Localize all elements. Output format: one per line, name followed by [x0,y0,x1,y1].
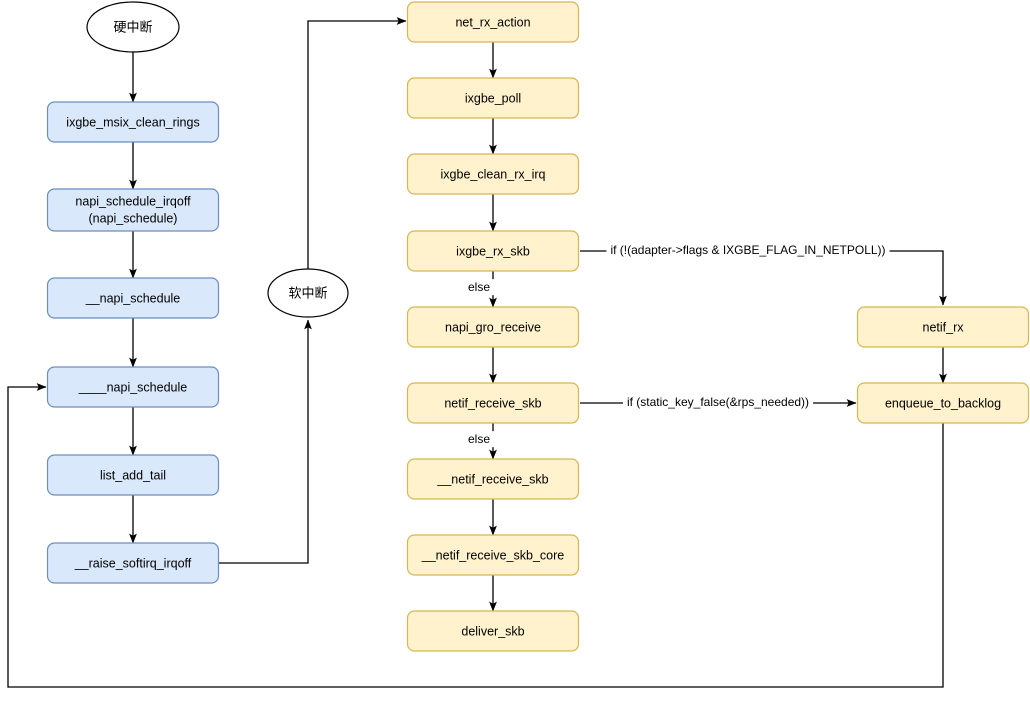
edge-label-backing [606,242,890,259]
flow-node-----napi-schedule[interactable]: ____napi_schedule [46,366,220,408]
node-label: list_add_tail [100,468,166,482]
flow-edge: if (static_key_false(&rps_needed)) [580,394,857,411]
node-shape-rect [406,77,580,119]
edge-label: if (static_key_false(&rps_needed)) [627,395,809,409]
flow-edge: else [463,271,497,308]
node-label: __netif_receive_skb [436,472,548,486]
flow-node-hard-irq[interactable]: 硬中断 [86,1,180,53]
node-shape-rect [856,306,1030,348]
flow-node-netif-rx[interactable]: netif_rx [856,306,1030,348]
flow-node-raise-softirq[interactable]: __raise_softirq_irqoff [46,542,220,584]
node-label: napi_schedule_irqoff [75,194,191,208]
node-label: __netif_receive_skb_core [421,548,564,562]
node-sublabel: (napi_schedule) [89,211,178,225]
node-label: ixgbe_poll [465,91,521,105]
node-shape-ellipse [267,268,349,318]
node-label: ixgbe_rx_skb [456,244,530,258]
flow-node-enqueue-to-backlog[interactable]: enqueue_to_backlog [856,382,1030,424]
flow-node-napi-gro-receive[interactable]: napi_gro_receive [406,306,580,348]
node-shape-rect [406,153,580,195]
node-shape-rect [46,542,220,584]
flow-node-soft-irq[interactable]: 软中断 [267,268,349,318]
node-shape-rect [406,382,580,424]
flow-node-netif-receive-skb[interactable]: netif_receive_skb [406,382,580,424]
node-label: netif_rx [923,320,965,334]
node-shape-rect [406,534,580,576]
flow-edge [307,17,407,269]
node-shape-rect [46,277,220,319]
node-label: 硬中断 [113,21,152,36]
node-shape-ellipse [86,1,180,53]
node-label: net_rx_action [455,15,530,29]
flow-node---netif-rx-skb-core[interactable]: __netif_receive_skb_core [406,534,580,576]
node-label: ixgbe_msix_clean_rings [66,115,199,129]
node-label: ____napi_schedule [78,380,187,394]
flow-node-deliver-skb[interactable]: deliver_skb [406,610,580,652]
flow-node-list-add-tail[interactable]: list_add_tail [46,454,220,496]
node-label: __raise_softirq_irqoff [74,556,192,570]
edge-layer: else else if (!(adapter->flags & IXGBE_FLA… [7,17,947,688]
node-shape-rect [406,230,580,272]
node-label: napi_gro_receive [445,320,541,334]
node-shape-rect [406,610,580,652]
flow-node-ixgbe-msix[interactable]: ixgbe_msix_clean_rings [46,101,220,143]
flow-node-ixgbe-clean-rx-irq[interactable]: ixgbe_clean_rx_irq [406,153,580,195]
node-shape-rect [856,382,1030,424]
edge-line [580,250,947,306]
flow-node-ixgbe-poll[interactable]: ixgbe_poll [406,77,580,119]
node-shape-rect [46,454,220,496]
node-shape-rect [46,101,220,143]
node-shape-rect [46,188,220,232]
node-label: enqueue_to_backlog [885,396,1001,410]
flow-edge [219,319,312,564]
edge-label: if (!(adapter->flags & IXGBE_FLAG_IN_NET… [610,243,885,257]
flow-node---netif-receive-skb[interactable]: __netif_receive_skb [406,458,580,500]
flow-edge [7,383,944,688]
flow-edge: if (!(adapter->flags & IXGBE_FLAG_IN_NET… [580,242,947,306]
edge-label-backing [622,394,814,411]
edge-line [219,319,312,564]
node-label: 软中断 [288,287,327,302]
edge-label-backing [463,279,495,296]
node-shape-rect [406,458,580,500]
flow-edge: else [463,423,497,460]
edge-line [307,17,407,269]
node-label: deliver_skb [461,624,524,638]
node-shape-rect [406,306,580,348]
node-label: netif_receive_skb [444,396,541,410]
flow-node-ixgbe-rx-skb[interactable]: ixgbe_rx_skb [406,230,580,272]
flow-node---napi-schedule[interactable]: __napi_schedule [46,277,220,319]
node-layer: 硬中断 ixgbe_msix_clean_rings napi_schedule_i… [46,1,1030,652]
flow-node-napi-sched-irqoff-1[interactable]: napi_schedule_irqoff (napi_schedule) [46,188,220,232]
edge-label: else [468,432,490,446]
edge-label-backing [463,431,495,448]
flow-node-net-rx-action[interactable]: net_rx_action [406,1,580,43]
node-label: ixgbe_clean_rx_irq [441,167,546,181]
edge-label: else [468,280,490,294]
node-label: __napi_schedule [85,291,181,305]
node-shape-rect [46,366,220,408]
node-shape-rect [406,1,580,43]
edge-line [7,383,944,688]
